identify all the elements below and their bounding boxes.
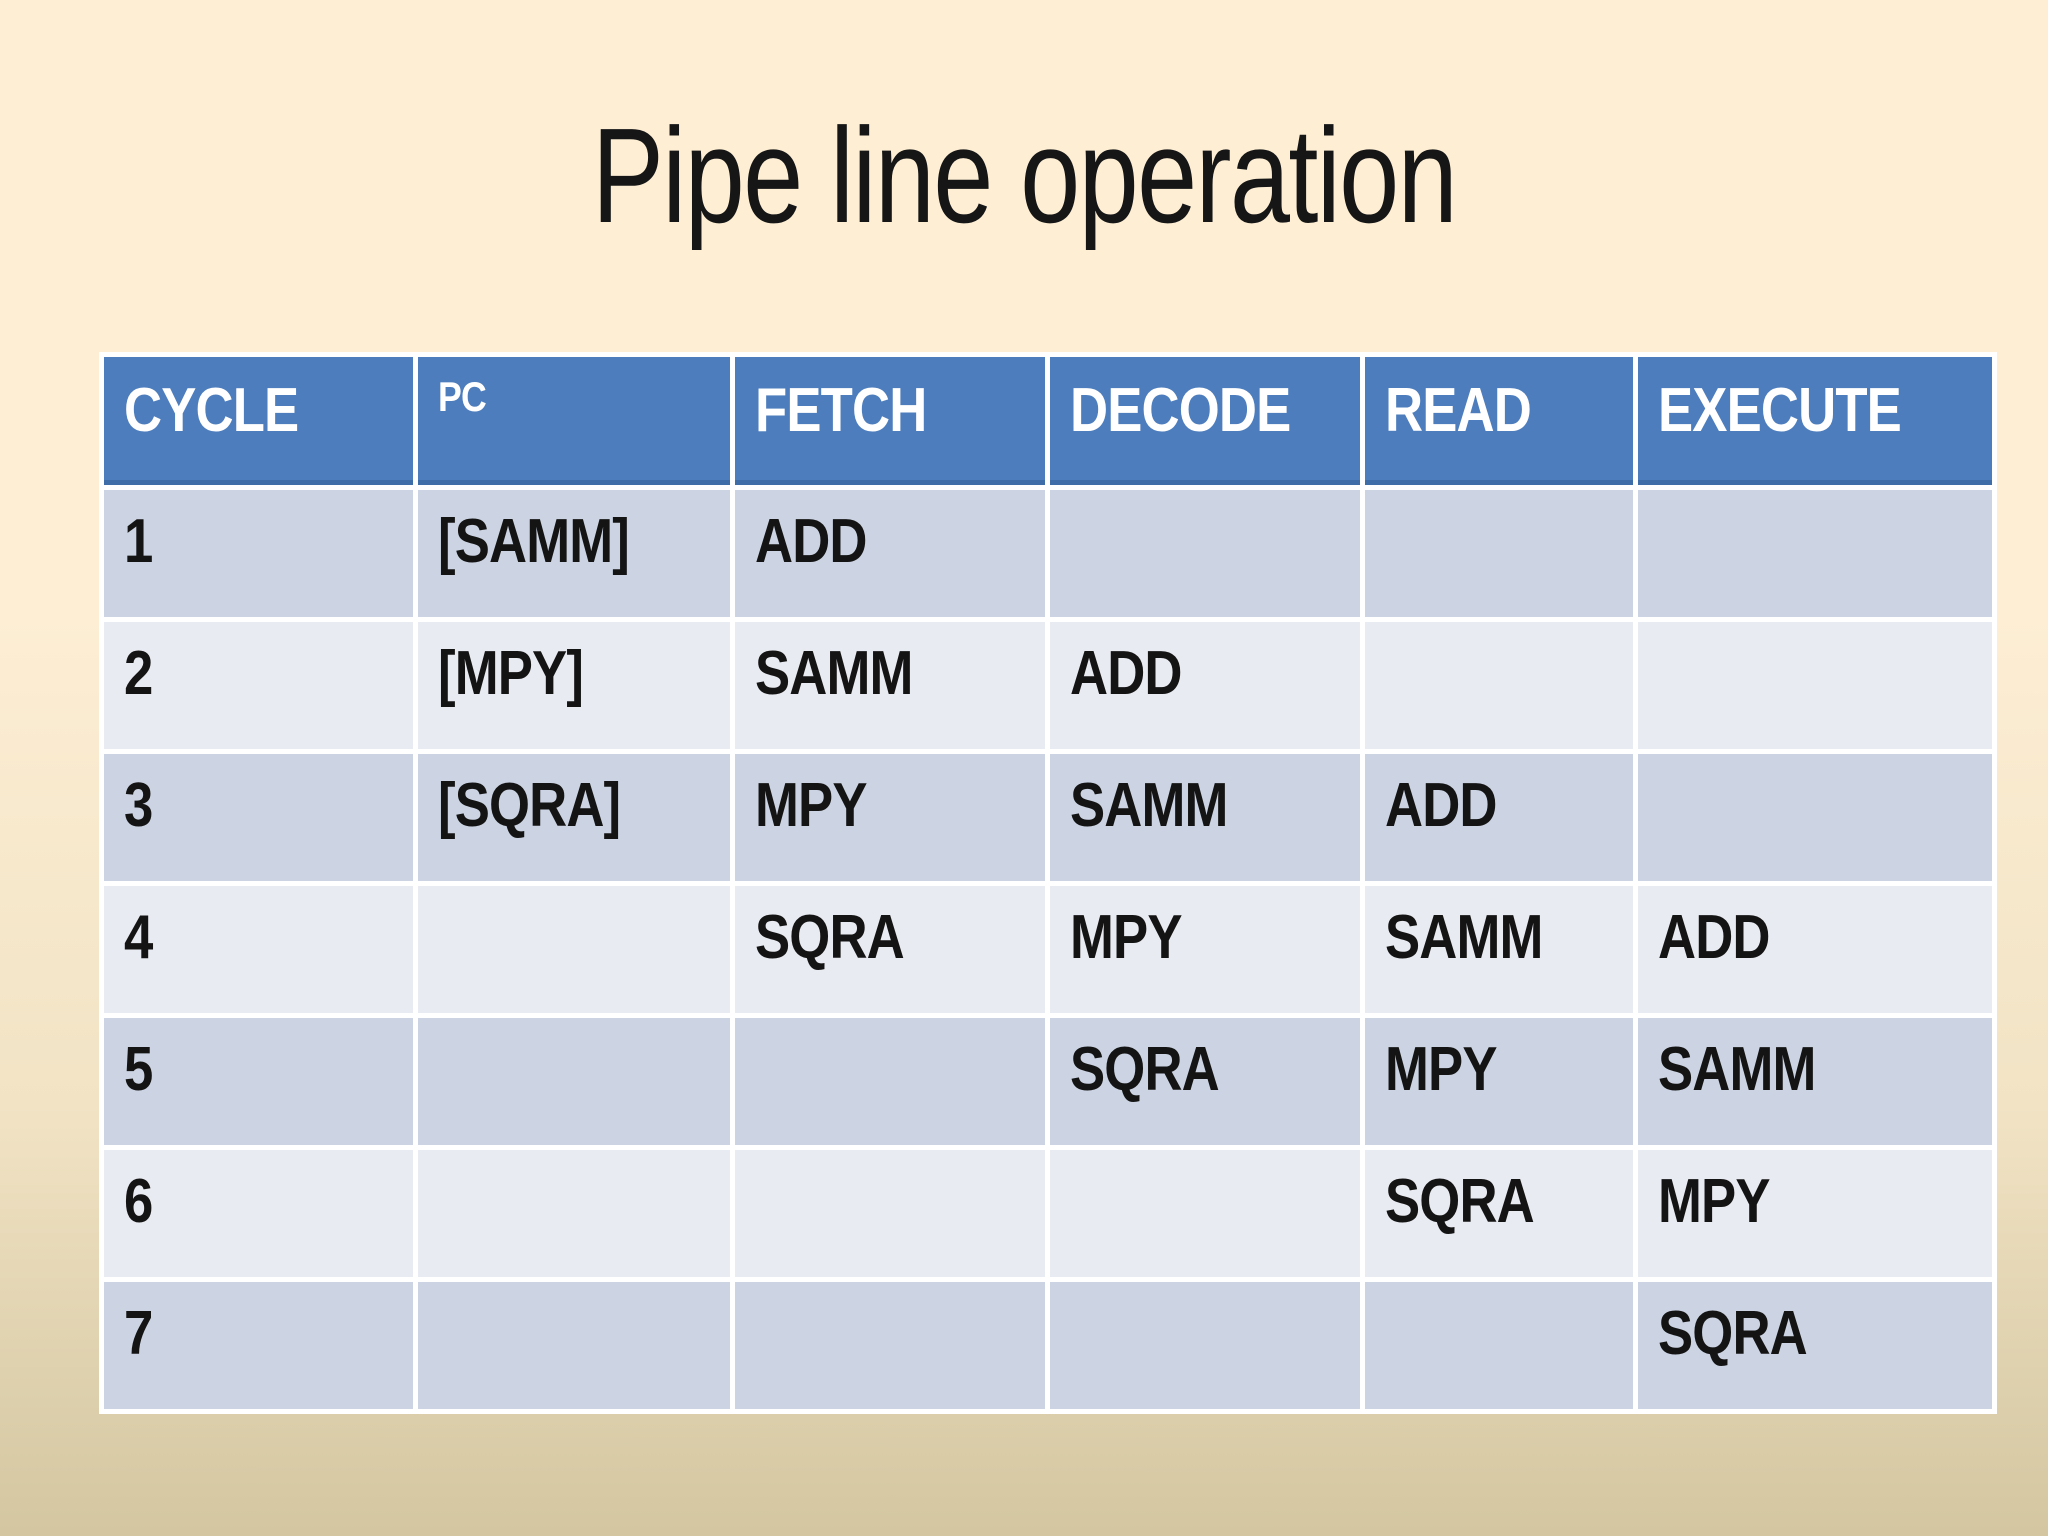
cycle-row-4: 4 SQRA MPY SAMM ADD xyxy=(104,886,1992,1013)
column-header-label: EXECUTE xyxy=(1658,376,1902,445)
fetch-stage-cell: MPY xyxy=(735,754,1045,881)
cell-text: ADD xyxy=(1385,771,1497,840)
cell-text: [SQRA] xyxy=(438,771,621,840)
cycle-number-cell: 3 xyxy=(104,754,413,881)
cell-text: MPY xyxy=(1658,1167,1771,1236)
cell-text: 2 xyxy=(124,639,153,708)
cell-text: SAMM xyxy=(755,639,913,708)
execute-stage-cell xyxy=(1638,622,1992,749)
cycle-row-1: 1 [SAMM] ADD xyxy=(104,490,1992,617)
cycle-number-cell: 4 xyxy=(104,886,413,1013)
column-header-read: READ xyxy=(1365,357,1633,485)
read-stage-cell: MPY xyxy=(1365,1018,1633,1145)
cell-text: 7 xyxy=(124,1299,153,1368)
read-stage-cell xyxy=(1365,1282,1633,1409)
execute-stage-cell xyxy=(1638,754,1992,881)
pc-stage-cell: [SQRA] xyxy=(418,754,730,881)
cell-text: SAMM xyxy=(1385,903,1543,972)
cell-text: [SAMM] xyxy=(438,507,630,576)
cycle-number-cell: 6 xyxy=(104,1150,413,1277)
decode-stage-cell xyxy=(1050,490,1360,617)
pipeline-operation-table: CYCLE PC FETCH DECODE READ EXECUTE 1 [SAMM] ADD… xyxy=(99,352,1997,1414)
cycle-row-3: 3 [SQRA] MPY SAMM ADD xyxy=(104,754,1992,881)
cell-text: SAMM xyxy=(1658,1035,1816,1104)
cell-text: 6 xyxy=(124,1167,153,1236)
execute-stage-cell: SQRA xyxy=(1638,1282,1992,1409)
fetch-stage-cell: SQRA xyxy=(735,886,1045,1013)
execute-stage-cell xyxy=(1638,490,1992,617)
cell-text: MPY xyxy=(1385,1035,1498,1104)
cell-text: 3 xyxy=(124,771,153,840)
cell-text: MPY xyxy=(1070,903,1183,972)
cell-text: SQRA xyxy=(1070,1035,1220,1104)
read-stage-cell: ADD xyxy=(1365,754,1633,881)
cell-text: MPY xyxy=(755,771,868,840)
cell-text: ADD xyxy=(1658,903,1770,972)
pc-stage-cell xyxy=(418,886,730,1013)
cell-text: ADD xyxy=(755,507,867,576)
pc-stage-cell xyxy=(418,1282,730,1409)
cell-text: 1 xyxy=(124,507,153,576)
decode-stage-cell xyxy=(1050,1282,1360,1409)
read-stage-cell: SAMM xyxy=(1365,886,1633,1013)
cell-text: SQRA xyxy=(755,903,905,972)
cell-text: [MPY] xyxy=(438,639,584,708)
cell-text: SQRA xyxy=(1658,1299,1808,1368)
column-header-pc: PC xyxy=(418,357,730,485)
read-stage-cell xyxy=(1365,622,1633,749)
pc-stage-cell: [MPY] xyxy=(418,622,730,749)
column-header-label: READ xyxy=(1385,376,1532,445)
column-header-label: DECODE xyxy=(1070,376,1291,445)
cycle-row-5: 5 SQRA MPY SAMM xyxy=(104,1018,1992,1145)
column-header-label: FETCH xyxy=(755,376,927,445)
fetch-stage-cell xyxy=(735,1018,1045,1145)
read-stage-cell: SQRA xyxy=(1365,1150,1633,1277)
decode-stage-cell: ADD xyxy=(1050,622,1360,749)
pc-stage-cell: [SAMM] xyxy=(418,490,730,617)
column-header-execute: EXECUTE xyxy=(1638,357,1992,485)
fetch-stage-cell xyxy=(735,1282,1045,1409)
column-header-cycle: CYCLE xyxy=(104,357,413,485)
pc-stage-cell xyxy=(418,1150,730,1277)
cycle-number-cell: 2 xyxy=(104,622,413,749)
fetch-stage-cell: ADD xyxy=(735,490,1045,617)
cycle-number-cell: 5 xyxy=(104,1018,413,1145)
execute-stage-cell: ADD xyxy=(1638,886,1992,1013)
cycle-number-cell: 7 xyxy=(104,1282,413,1409)
execute-stage-cell: MPY xyxy=(1638,1150,1992,1277)
fetch-stage-cell: SAMM xyxy=(735,622,1045,749)
cycle-row-6: 6 SQRA MPY xyxy=(104,1150,1992,1277)
cell-text: 5 xyxy=(124,1035,153,1104)
cycle-row-2: 2 [MPY] SAMM ADD xyxy=(104,622,1992,749)
decode-stage-cell: MPY xyxy=(1050,886,1360,1013)
column-header-label: CYCLE xyxy=(124,376,299,445)
fetch-stage-cell xyxy=(735,1150,1045,1277)
decode-stage-cell xyxy=(1050,1150,1360,1277)
cell-text: SAMM xyxy=(1070,771,1228,840)
pc-stage-cell xyxy=(418,1018,730,1145)
cell-text: SQRA xyxy=(1385,1167,1535,1236)
cell-text: ADD xyxy=(1070,639,1182,708)
cycle-row-7: 7 SQRA xyxy=(104,1282,1992,1409)
column-header-fetch: FETCH xyxy=(735,357,1045,485)
decode-stage-cell: SAMM xyxy=(1050,754,1360,881)
execute-stage-cell: SAMM xyxy=(1638,1018,1992,1145)
column-header-label: PC xyxy=(438,373,487,420)
cell-text: 4 xyxy=(124,903,153,972)
column-header-decode: DECODE xyxy=(1050,357,1360,485)
slide-title: Pipe line operation xyxy=(591,100,1458,251)
decode-stage-cell: SQRA xyxy=(1050,1018,1360,1145)
cycle-number-cell: 1 xyxy=(104,490,413,617)
read-stage-cell xyxy=(1365,490,1633,617)
table-header-row: CYCLE PC FETCH DECODE READ EXECUTE xyxy=(104,357,1992,485)
